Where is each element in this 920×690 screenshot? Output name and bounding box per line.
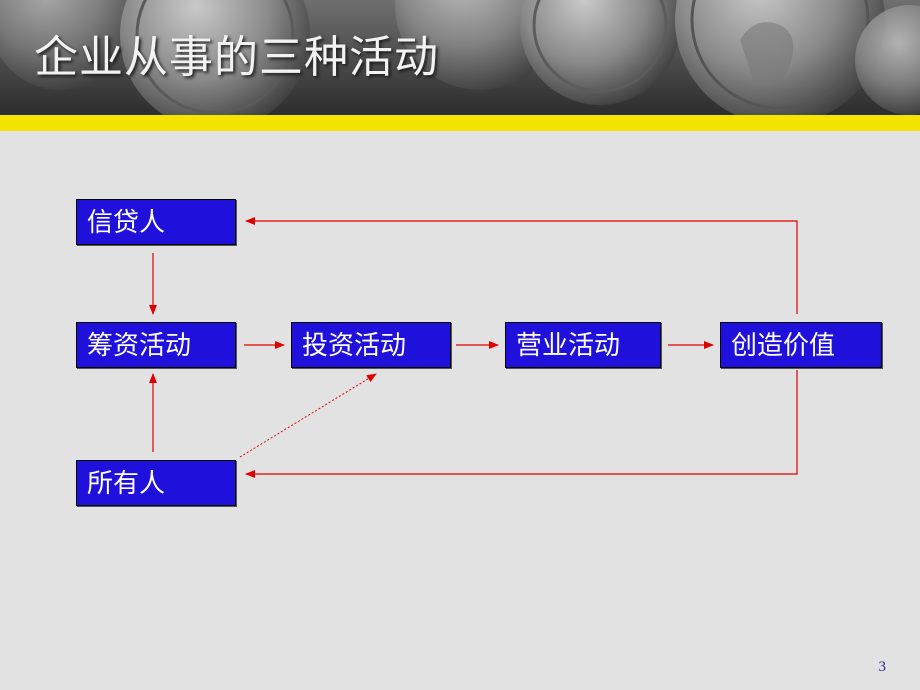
arrow-value-to-owner bbox=[245, 370, 798, 478]
accent-bar bbox=[0, 115, 920, 131]
arrow-owner-to-investing-dotted bbox=[239, 373, 377, 458]
node-operating-activities: 营业活动 bbox=[505, 322, 661, 368]
slide-title: 企业从事的三种活动 bbox=[34, 32, 439, 83]
coins-background-image bbox=[0, 0, 920, 115]
node-creditor: 信贷人 bbox=[76, 199, 236, 245]
arrow-value-to-creditor bbox=[245, 217, 798, 314]
page-number: 3 bbox=[878, 659, 887, 675]
header-banner: 企业从事的三种活动 bbox=[0, 0, 920, 115]
node-financing-activities: 筹资活动 bbox=[76, 322, 236, 368]
node-investing-activities: 投资活动 bbox=[291, 322, 451, 368]
node-owner: 所有人 bbox=[76, 460, 236, 506]
node-create-value: 创造价值 bbox=[720, 322, 882, 368]
